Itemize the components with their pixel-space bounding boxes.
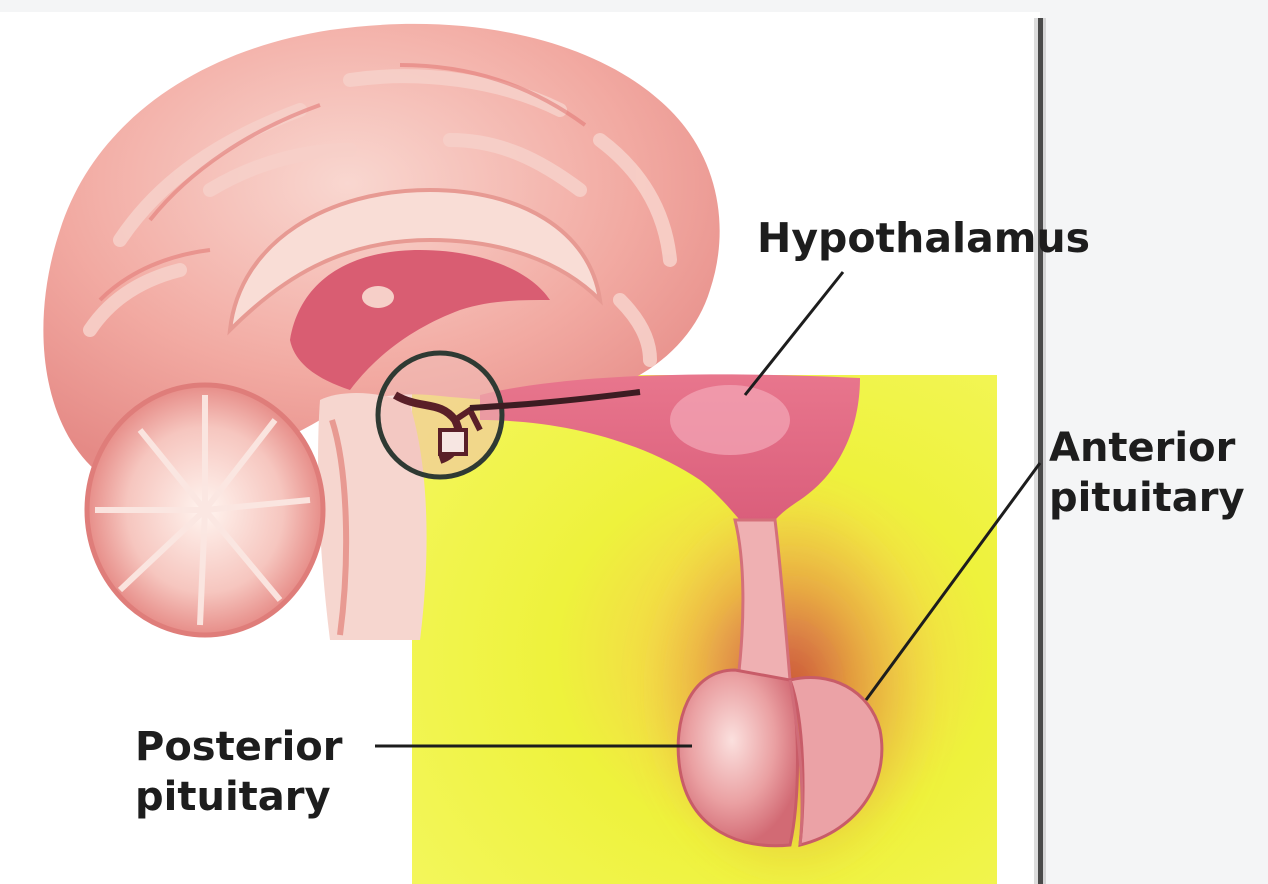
anterior-pituitary-label-line1: Anterior bbox=[1049, 428, 1235, 468]
anterior-pituitary-label-line2: pituitary bbox=[1049, 478, 1245, 518]
hypothalamus-label: Hypothalamus bbox=[757, 218, 1090, 259]
posterior-pituitary-label-line2: pituitary bbox=[135, 777, 331, 817]
posterior-pituitary-label-line1: Posterior bbox=[135, 727, 343, 767]
